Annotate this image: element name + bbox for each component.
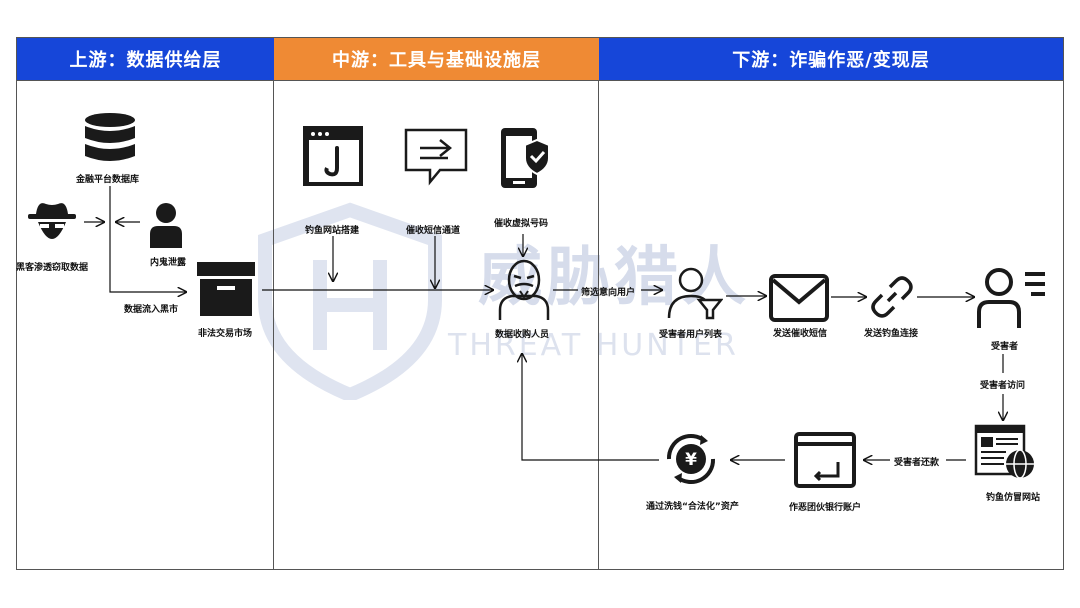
diagram-frame xyxy=(16,37,1064,570)
user-filter-icon xyxy=(667,267,723,320)
message-forward-icon xyxy=(404,128,468,186)
label-black-market: 非法交易市场 xyxy=(198,329,253,339)
label-fake-site: 钓鱼仿冒网站 xyxy=(986,493,1041,503)
anonymous-mask-icon xyxy=(498,259,550,320)
header-downstream: 下游：诈骗作恶/变现层 xyxy=(599,38,1063,80)
label-launder: 通过洗钱“合法化”资产 xyxy=(646,502,739,512)
label-hacker: 黑客渗透窃取数据 xyxy=(16,263,89,273)
yuan-cycle-icon: ¥ xyxy=(666,433,716,485)
hacker-icon xyxy=(28,203,76,239)
window-icon xyxy=(794,432,856,488)
watermark-shield-icon xyxy=(258,202,442,400)
label-data-flow: 数据流入黑市 xyxy=(124,305,179,315)
envelope-icon xyxy=(769,274,829,322)
label-victim-list: 受害者用户列表 xyxy=(659,330,723,340)
insider-person-icon xyxy=(150,203,182,248)
browser-code-icon xyxy=(303,126,363,186)
label-phishing-build: 钓鱼网站搭建 xyxy=(305,226,360,236)
column-divider-2 xyxy=(598,80,599,569)
label-send-link: 发送钓鱼连接 xyxy=(864,329,919,339)
user-card-icon xyxy=(977,268,1045,328)
label-gang-account: 作恶团伙银行账户 xyxy=(789,503,862,513)
label-insider: 内鬼泄露 xyxy=(150,258,187,268)
header-midstream: 中游：工具与基础设施层 xyxy=(274,38,599,80)
label-victim-visit: 受害者访问 xyxy=(980,381,1026,391)
web-page-globe-icon xyxy=(974,424,1034,479)
label-send-sms: 发送催收短信 xyxy=(773,329,828,339)
phone-shield-icon xyxy=(501,128,550,188)
label-sms-channel: 催收短信通道 xyxy=(406,226,461,236)
box-icon xyxy=(197,262,255,316)
database-icon xyxy=(85,113,135,161)
label-filter-users: 筛选意向用户 xyxy=(581,288,636,298)
label-data-buyer: 数据收购人员 xyxy=(495,330,550,340)
link-icon xyxy=(871,276,913,318)
svg-text:¥: ¥ xyxy=(685,450,697,470)
watermark-subtitle: THREAT HUNTER xyxy=(448,328,739,363)
header-upstream: 上游：数据供给层 xyxy=(17,38,274,80)
label-victim-repay: 受害者还款 xyxy=(894,458,940,468)
header-divider xyxy=(17,80,1063,81)
label-virtual-number: 催收虚拟号码 xyxy=(494,219,549,229)
column-divider-1 xyxy=(273,80,274,569)
label-finance-db: 金融平台数据库 xyxy=(76,175,140,185)
label-victim: 受害者 xyxy=(991,342,1019,352)
